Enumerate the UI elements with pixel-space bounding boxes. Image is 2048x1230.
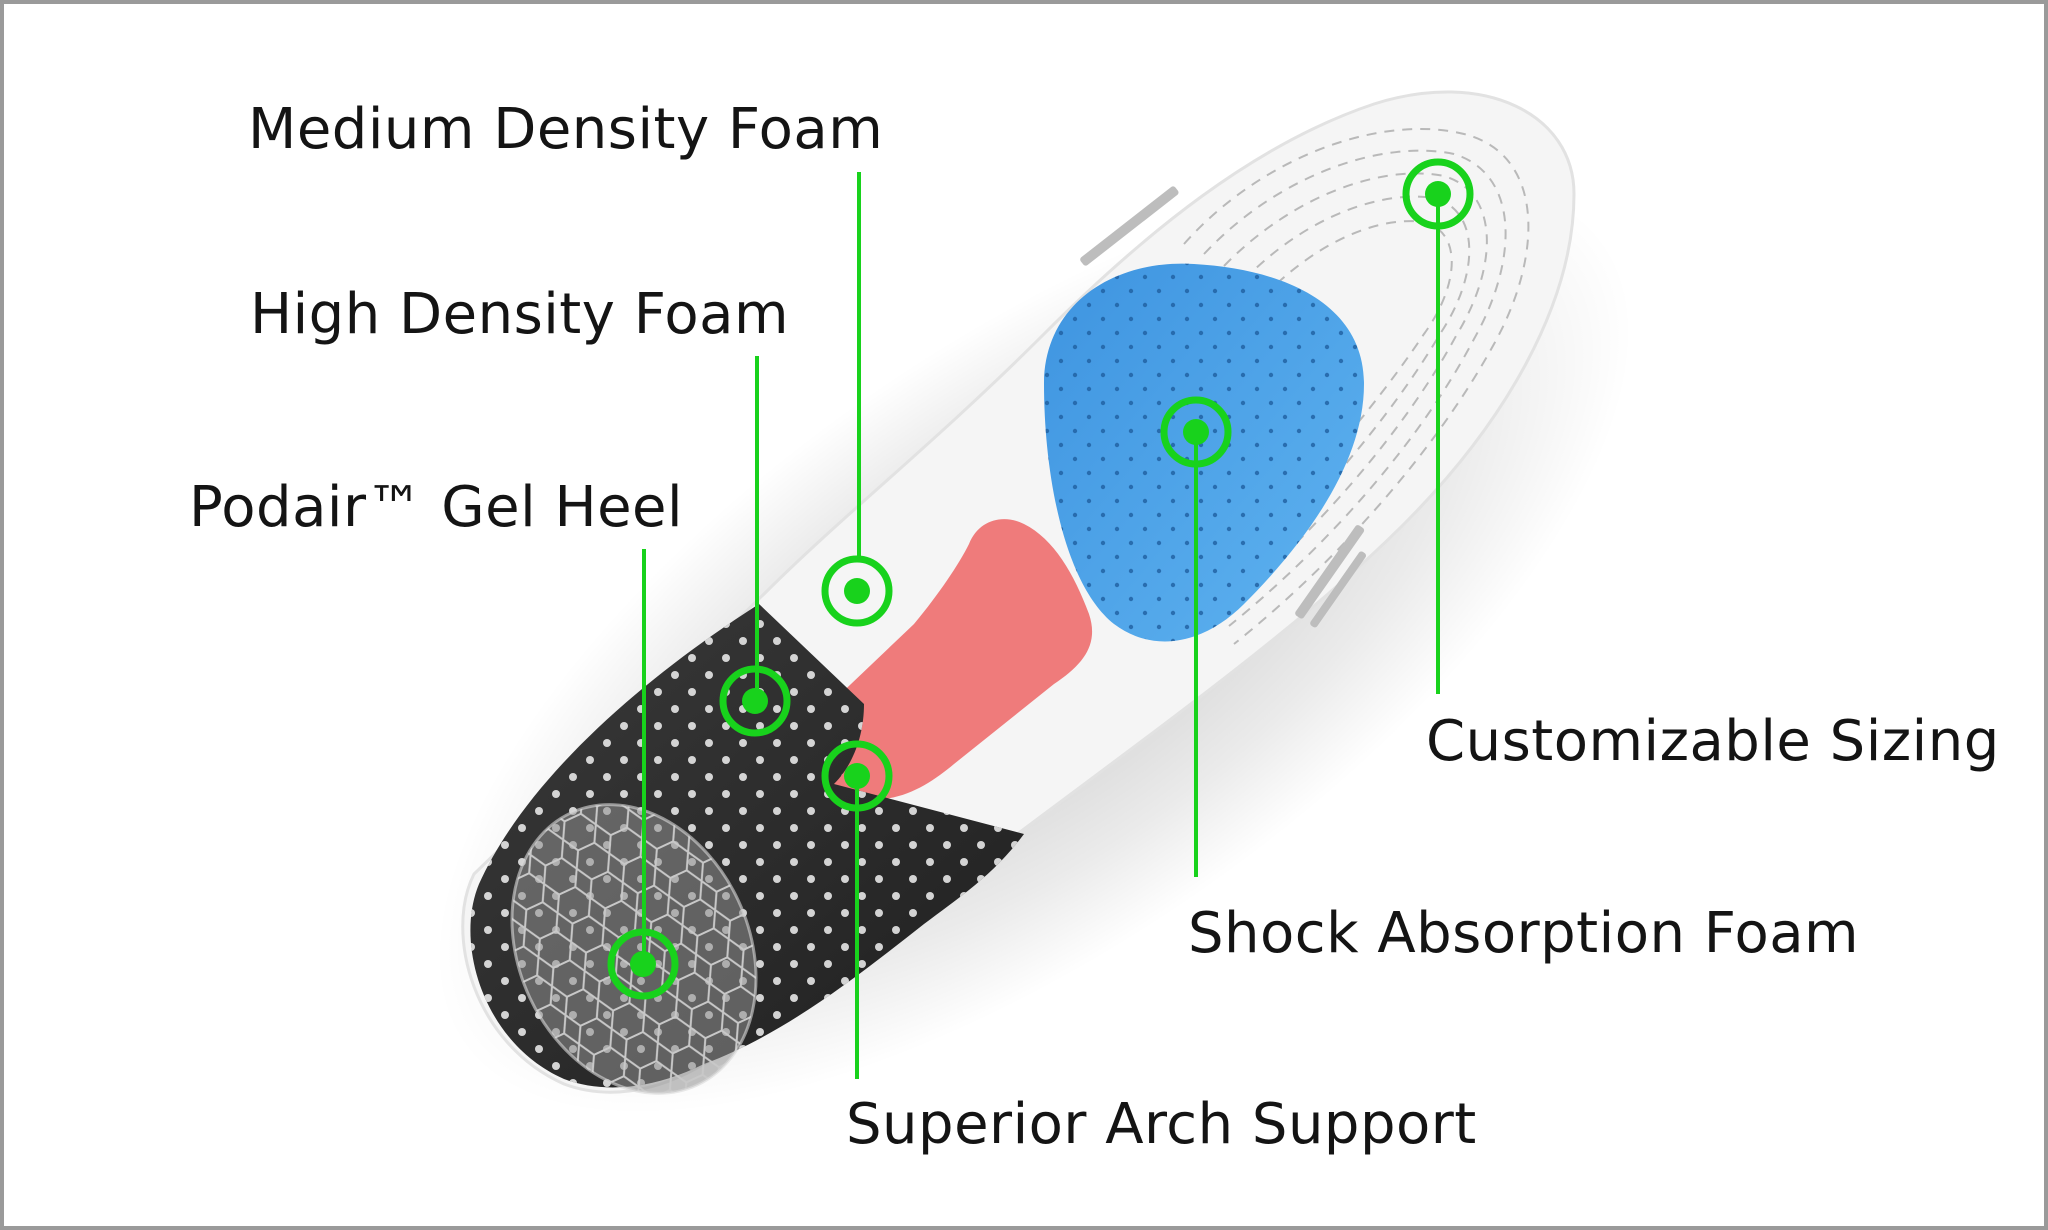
marker-high-density	[719, 665, 791, 737]
target-marker-icon	[1160, 396, 1232, 468]
marker-customizable-sizing	[1402, 158, 1474, 230]
arch-support-pad	[802, 519, 1093, 800]
target-marker-icon	[821, 555, 893, 627]
leader-lines	[642, 172, 1440, 1079]
label-customizable-sizing: Customizable Sizing	[1426, 709, 2000, 774]
label-superior-arch-support: Superior Arch Support	[846, 1092, 1477, 1157]
label-high-density-foam: High Density Foam	[250, 282, 790, 347]
target-marker-icon	[1402, 158, 1474, 230]
label-shock-absorption-foam: Shock Absorption Foam	[1188, 901, 1860, 966]
insole-diagram	[435, 90, 1633, 1115]
size-markings	[1080, 186, 1366, 628]
marker-medium-density	[821, 555, 893, 627]
forefoot-pad	[1044, 263, 1364, 642]
label-gel-heel: Podair™ Gel Heel	[189, 475, 684, 540]
target-marker-icon	[607, 928, 679, 1000]
marker-shock-absorption	[1160, 396, 1232, 468]
marker-gel-heel	[607, 928, 679, 1000]
target-marker-icon	[821, 740, 893, 812]
marker-arch-support	[821, 740, 893, 812]
label-medium-density-foam: Medium Density Foam	[248, 97, 884, 162]
target-marker-icon	[719, 665, 791, 737]
